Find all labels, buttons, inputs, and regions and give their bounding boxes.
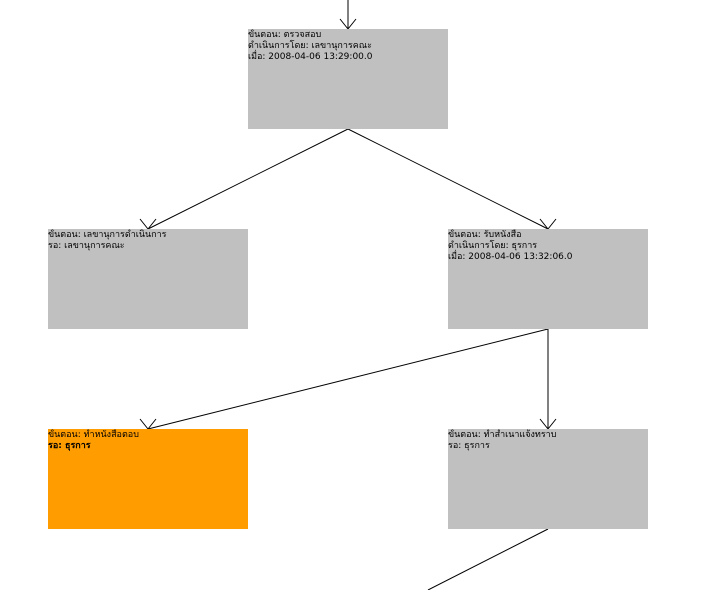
edge-outgoing bbox=[427, 528, 549, 590]
step-node-copy-notify[interactable]: ขั้นตอน: ทำสำเนาแจ้งทราบ รอ: ธุรการ bbox=[448, 429, 648, 529]
edge-n3-n4 bbox=[147, 328, 549, 430]
arrowhead-n3 bbox=[539, 218, 557, 230]
step-node-verify[interactable]: ขั้นตอน: ตรวจสอบ ดำเนินการโดย: เลขานุการ… bbox=[248, 29, 448, 129]
node-step-label: ขั้นตอน: ตรวจสอบ bbox=[248, 30, 322, 40]
node-step-label: ขั้นตอน: ทำหนังสือตอบ bbox=[48, 430, 139, 440]
node-step-label: ขั้นตอน: ทำสำเนาแจ้งทราบ bbox=[448, 430, 557, 440]
arrowhead-n2 bbox=[139, 218, 157, 230]
node-time-label: เมื่อ: 2008-04-06 13:29:00.0 bbox=[248, 52, 373, 62]
node-step-label: ขั้นตอน: รับหนังสือ bbox=[448, 230, 522, 240]
edge-n1-n2 bbox=[147, 128, 349, 230]
step-node-secretary-action[interactable]: ขั้นตอน: เลขานุการดำเนินการ รอ: เลขานุกา… bbox=[48, 229, 248, 329]
node-time-label: เมื่อ: 2008-04-06 13:32:06.0 bbox=[448, 252, 573, 262]
step-node-reply-letter[interactable]: ขั้นตอน: ทำหนังสือตอบ รอ: ธุรการ bbox=[48, 429, 248, 529]
node-step-label: ขั้นตอน: เลขานุการดำเนินการ bbox=[48, 230, 167, 240]
step-node-receive-document[interactable]: ขั้นตอน: รับหนังสือ ดำเนินการโดย: ธุรการ… bbox=[448, 229, 648, 329]
node-waiting-label: รอ: ธุรการ bbox=[48, 441, 91, 451]
edge-n1-n3 bbox=[347, 128, 549, 230]
node-actor-label: ดำเนินการโดย: ธุรการ bbox=[448, 241, 538, 251]
node-waiting-label: รอ: ธุรการ bbox=[448, 441, 490, 451]
node-actor-label: ดำเนินการโดย: เลขานุการคณะ bbox=[248, 41, 372, 51]
node-waiting-label: รอ: เลขานุการคณะ bbox=[48, 241, 125, 251]
